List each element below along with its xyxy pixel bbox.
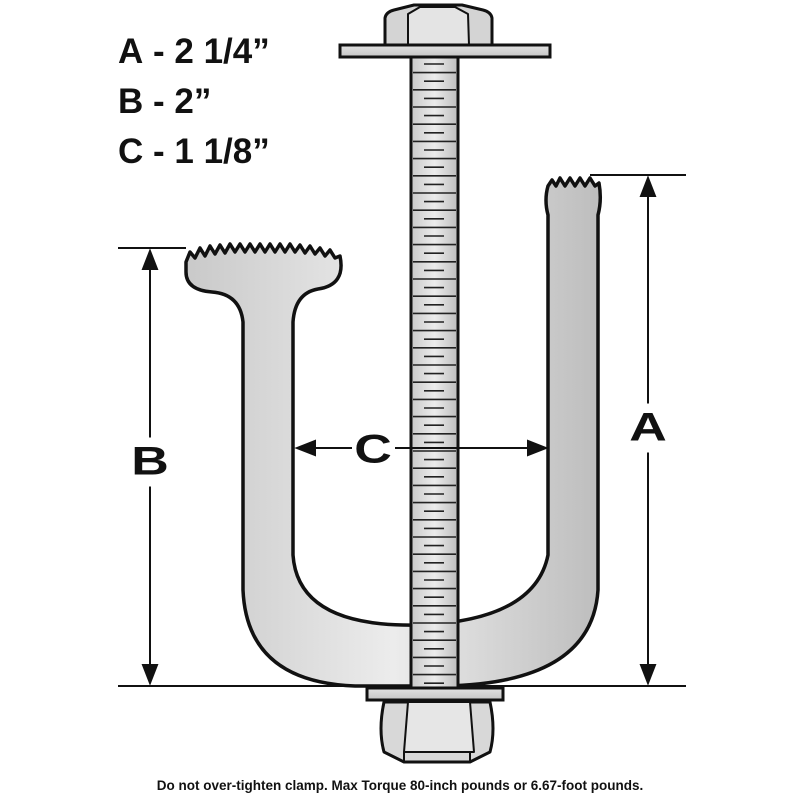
- bolt-head: [383, 3, 494, 47]
- legend-c-letter: C: [118, 132, 144, 171]
- legend-c-value: - 1 1/8”: [153, 132, 270, 171]
- torque-note: Do not over-tighten clamp. Max Torque 80…: [156, 778, 644, 793]
- legend-a-value: - 2 1/4”: [153, 32, 270, 71]
- dim-c-label: C: [354, 427, 392, 472]
- legend-c: C - 1 1/8”: [118, 134, 270, 169]
- legend-a: A - 2 1/4”: [118, 34, 270, 69]
- legend-a-letter: A: [118, 32, 144, 71]
- dim-b-label: B: [131, 437, 169, 487]
- top-washer: [338, 43, 552, 59]
- bolt-threads: [413, 63, 456, 685]
- dim-a-label: A: [629, 403, 667, 453]
- legend-b: B - 2”: [118, 84, 211, 119]
- hex-nut: [379, 700, 495, 764]
- legend-b-value: - 2”: [153, 82, 212, 121]
- legend-b-letter: B: [118, 82, 144, 121]
- clamp-body: [184, 176, 603, 688]
- dim-c-arrow: [294, 439, 549, 457]
- bottom-washer: [365, 686, 505, 702]
